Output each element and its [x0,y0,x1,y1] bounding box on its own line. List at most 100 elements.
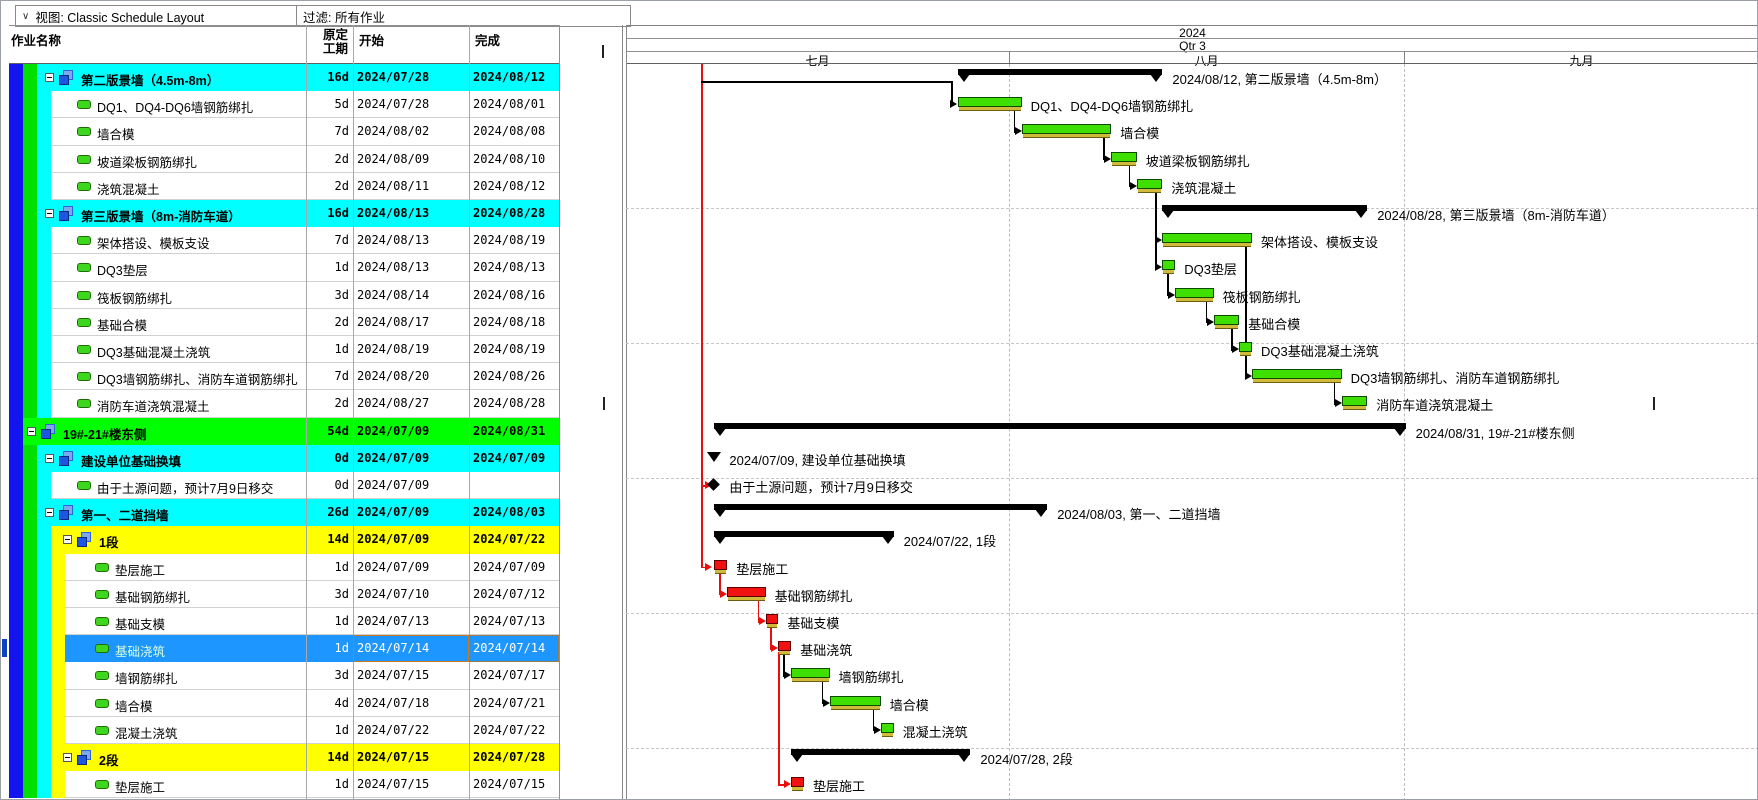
row-name[interactable]: 1段 [99,536,119,551]
column-header-finish[interactable]: 完成 [475,34,501,48]
row-finish[interactable]: 2024/07/09 [473,559,546,574]
row-duration[interactable]: 1d [334,777,349,792]
row-duration[interactable]: 16d [327,206,349,220]
column-header-name[interactable]: 作业名称 [11,34,62,48]
gantt-bar-task[interactable] [791,668,830,679]
row-start[interactable]: 2024/07/09 [357,532,430,547]
row-name[interactable]: 由于土源问题，预计7月9日移交 [97,482,274,496]
row-name[interactable]: 第一、二道挡墙 [81,509,169,524]
view-selector[interactable]: ∨ 视图: Classic Schedule Layout [15,5,305,27]
row-start[interactable]: 2024/07/09 [357,478,430,492]
group-collapse-icon[interactable] [45,508,54,518]
row-finish[interactable]: 2024/08/12 [473,178,546,193]
row-name[interactable]: 消防车道浇筑混凝土 [97,400,210,415]
row-finish[interactable]: 2024/08/12 [473,70,546,84]
row-duration[interactable]: 14d [327,750,349,764]
gantt-bar-task[interactable] [1213,314,1240,325]
gantt-bar-task[interactable] [1021,124,1112,135]
gantt-bar-task[interactable] [1111,151,1137,162]
row-duration[interactable]: 5d [334,97,349,112]
row-start[interactable]: 2024/07/13 [357,614,430,628]
group-collapse-icon[interactable] [27,426,36,436]
row-start[interactable]: 2024/08/17 [357,314,430,329]
column-header-start[interactable]: 开始 [359,34,385,48]
row-start[interactable]: 2024/08/27 [357,396,430,411]
gantt-bar-task[interactable] [765,614,779,624]
row-finish[interactable]: 2024/08/18 [473,314,546,329]
row-duration[interactable]: 2d [334,178,349,193]
gantt-bar-task[interactable] [1162,233,1252,244]
gantt-bar-task[interactable] [778,641,792,652]
row-finish[interactable]: 2024/07/09 [473,450,546,465]
row-duration[interactable]: 1d [334,614,349,628]
row-start[interactable]: 2024/08/09 [357,151,430,166]
table-row[interactable]: 第三版景墙（8m-消防车道） 16d 2024/08/13 2024/08/28 [1,200,559,228]
row-name[interactable]: DQ3基础混凝土浇筑 [97,346,211,360]
row-start[interactable]: 2024/08/02 [357,124,430,139]
row-name[interactable]: 架体搭设、模板支设 [97,237,210,252]
row-start[interactable]: 2024/07/15 [357,777,430,792]
row-finish[interactable]: 2024/08/08 [473,124,546,139]
row-duration[interactable]: 1d [334,260,349,275]
row-finish[interactable]: 2024/07/13 [473,614,546,628]
row-start[interactable]: 2024/08/11 [357,178,430,193]
row-finish[interactable]: 2024/07/21 [473,695,546,710]
gantt-bar-task[interactable] [880,722,894,733]
pane-splitter[interactable] [626,25,627,799]
row-name[interactable]: 19#-21#楼东侧 [63,427,147,442]
row-finish[interactable]: 2024/07/28 [473,750,546,764]
row-start[interactable]: 2024/07/14 [357,641,430,656]
row-duration[interactable]: 1d [334,641,349,656]
gantt-bar-summary[interactable] [714,531,894,538]
row-finish[interactable]: 2024/08/26 [473,369,546,384]
row-finish[interactable]: 2024/08/28 [473,206,546,220]
row-duration[interactable]: 26d [327,505,349,520]
column-header-duration[interactable]: 原定 工期 [306,28,348,56]
row-duration[interactable]: 7d [334,369,349,384]
table-row[interactable]: 基础支模 1d 2024/07/13 2024/07/13 [1,608,559,636]
row-start[interactable]: 2024/07/09 [357,423,430,438]
row-duration[interactable]: 16d [327,70,349,84]
row-name[interactable]: 2段 [99,754,119,768]
row-name[interactable]: 基础支模 [115,618,166,632]
gantt-bar-task[interactable] [714,559,728,570]
row-finish[interactable]: 2024/08/13 [473,260,546,275]
row-name[interactable]: 垫层施工 [115,563,166,578]
row-start[interactable]: 2024/08/13 [357,206,430,220]
row-duration[interactable]: 7d [334,233,349,248]
gantt-bar-task[interactable] [1162,260,1176,271]
row-name[interactable]: DQ1、DQ4-DQ6墙钢筋绑扎 [97,101,254,116]
gantt-bar-summary[interactable] [1162,205,1368,211]
row-finish[interactable]: 2024/07/14 [473,641,546,656]
gantt-bar-task[interactable] [957,97,1022,108]
row-finish[interactable]: 2024/08/19 [473,342,546,356]
row-start[interactable]: 2024/07/09 [357,450,430,465]
row-duration[interactable]: 14d [327,532,349,547]
group-collapse-icon[interactable] [45,73,54,82]
row-finish[interactable]: 2024/08/16 [473,287,546,302]
row-start[interactable]: 2024/07/09 [357,505,430,520]
row-name[interactable]: 第三版景墙（8m-消防车道） [81,210,241,224]
row-name[interactable]: 筏板钢筋绑扎 [97,291,173,306]
row-start[interactable]: 2024/08/13 [357,233,430,248]
row-name[interactable]: 建设单位基础换填 [81,454,182,469]
row-name[interactable]: 坡道梁板钢筋绑扎 [97,155,198,170]
gantt-milestone-triangle-icon[interactable] [707,451,722,462]
row-duration[interactable]: 1d [334,559,349,574]
row-start[interactable]: 2024/07/15 [357,750,430,764]
row-finish[interactable]: 2024/08/01 [473,97,546,112]
row-start[interactable]: 2024/07/10 [357,586,430,601]
row-duration[interactable]: 2d [334,151,349,166]
